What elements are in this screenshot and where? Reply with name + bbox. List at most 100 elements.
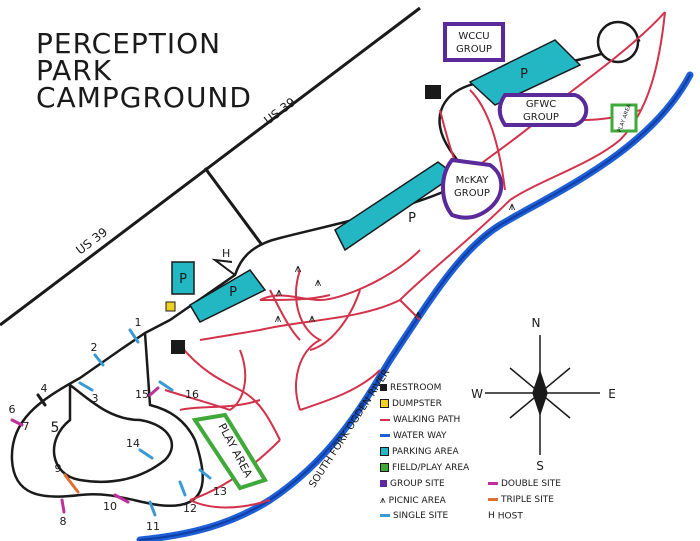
site-5: 5 — [51, 420, 60, 436]
river-inner — [139, 74, 691, 541]
site-9: 9 — [55, 462, 62, 475]
parking-areas — [171, 39, 582, 323]
picnic-1: ⩚ — [295, 261, 302, 275]
legend-label: PICNIC AREA — [388, 496, 446, 506]
picnic-3: ⩚ — [276, 285, 283, 299]
legend-label: GROUP SITE — [390, 479, 445, 489]
site-12: 12 — [183, 502, 197, 515]
site-10: 10 — [103, 500, 117, 513]
site-3-mark — [78, 381, 94, 392]
legend-label: WALKING PATH — [393, 415, 461, 425]
legend-label: FIELD/PLAY AREA — [392, 463, 470, 473]
access-road-1 — [203, 167, 264, 246]
host-marker: H — [222, 247, 230, 260]
site-4: 4 — [41, 382, 48, 395]
dumpster — [165, 301, 176, 312]
walking-swatch — [380, 418, 390, 421]
title-line-2: PARK — [36, 54, 113, 87]
legend-double: DOUBLE SITE — [488, 479, 561, 489]
legend-picnic: ⩚PICNIC AREA — [380, 495, 446, 506]
legend-label: PARKING AREA — [392, 447, 459, 457]
site-3: 3 — [92, 392, 99, 405]
parking-middle — [334, 161, 457, 252]
legend-label: SINGLE SITE — [393, 511, 449, 521]
picnic-4: ⩚ — [275, 311, 282, 325]
wccu-group-box — [443, 22, 505, 62]
compass-n: N — [532, 316, 541, 330]
site-numbers: 1 2 3 4 5 6 7 8 9 10 11 12 13 14 15 16 — [9, 316, 228, 533]
site-10-mark — [113, 493, 130, 504]
site-13-mark — [198, 468, 212, 480]
mckay-label-1: McKAY — [456, 175, 490, 186]
picnic-6: ⩚ — [415, 307, 422, 321]
site-14: 14 — [126, 437, 140, 450]
campsites — [10, 328, 212, 517]
mckay-label-2: GROUP — [454, 188, 490, 199]
parking-top-label: P — [520, 67, 528, 82]
site-9-mark — [63, 473, 80, 494]
picnic-2: ⩚ — [315, 275, 322, 289]
site-12-mark — [178, 480, 187, 497]
loop-road — [52, 382, 174, 484]
site-6-mark — [10, 418, 24, 427]
legend-field: FIELD/PLAY AREA — [380, 463, 469, 473]
site-8-mark — [60, 498, 66, 514]
legend-single: SINGLE SITE — [380, 511, 448, 521]
parking-labels: P P P P — [179, 67, 528, 300]
legend-label: DOUBLE SITE — [501, 479, 561, 489]
water-swatch — [380, 434, 390, 437]
group-labels: WCCU GROUP GFWC GROUP McKAY GROUP — [454, 31, 559, 199]
compass-rose — [485, 335, 600, 455]
legend-label: WATER WAY — [393, 431, 447, 441]
compass-e: E — [608, 387, 616, 401]
legend-label: HOST — [497, 511, 523, 522]
site-4-mark — [36, 393, 47, 407]
map-title: PERCEPTION PARK CAMPGROUND — [36, 27, 251, 112]
highway-label-left: US 39 — [73, 225, 110, 258]
field-swatch — [380, 463, 389, 472]
highway-label-top: US 39 — [261, 95, 298, 128]
site-16-mark — [158, 380, 174, 392]
turnaround-circle — [596, 20, 640, 64]
gfwc-label-2: GROUP — [523, 112, 559, 123]
legend-label: DUMPSTER — [392, 399, 442, 409]
compass-s: S — [536, 459, 544, 473]
road-branch — [211, 258, 236, 276]
dumpster-swatch — [380, 399, 389, 408]
site-1: 1 — [135, 316, 142, 329]
parking-top — [468, 39, 582, 106]
mckay-group-box — [441, 157, 504, 220]
site-15-mark — [148, 386, 160, 397]
legend-dumpster: DUMPSTER — [380, 399, 442, 409]
parking-small — [171, 261, 195, 295]
parking-small-label: P — [179, 272, 187, 287]
title-line-1: PERCEPTION — [36, 27, 222, 60]
site-2-mark — [93, 353, 105, 367]
restroom-top — [425, 85, 441, 99]
group-sites — [441, 22, 589, 220]
parking-middle-label: P — [408, 211, 416, 226]
legend-water: WATER WAY — [380, 431, 447, 441]
parking-lower — [188, 269, 267, 323]
main-road — [10, 38, 641, 508]
wccu-label-2: GROUP — [456, 44, 492, 55]
double-swatch — [488, 482, 498, 485]
triple-swatch — [488, 498, 498, 501]
wccu-label-1: WCCU — [458, 31, 489, 42]
gfwc-group-box — [497, 93, 589, 127]
single-swatch — [380, 514, 390, 517]
picnic-areas: ⩚ ⩚ ⩚ ⩚ ⩚ ⩚ ⩚ — [275, 199, 516, 325]
legend-group: GROUP SITE — [380, 479, 445, 489]
legend-parking: PARKING AREA — [380, 447, 459, 457]
play-area-small — [610, 103, 638, 133]
legend-walking: WALKING PATH — [380, 415, 460, 425]
highway — [0, 6, 421, 327]
compass-w: W — [471, 387, 483, 401]
site-1-mark — [128, 328, 140, 344]
site-16: 16 — [185, 388, 199, 401]
restroom-swatch — [380, 384, 387, 391]
restroom-lower — [171, 340, 185, 354]
play-areas — [191, 103, 638, 491]
legend-triple: TRIPLE SITE — [488, 495, 554, 505]
